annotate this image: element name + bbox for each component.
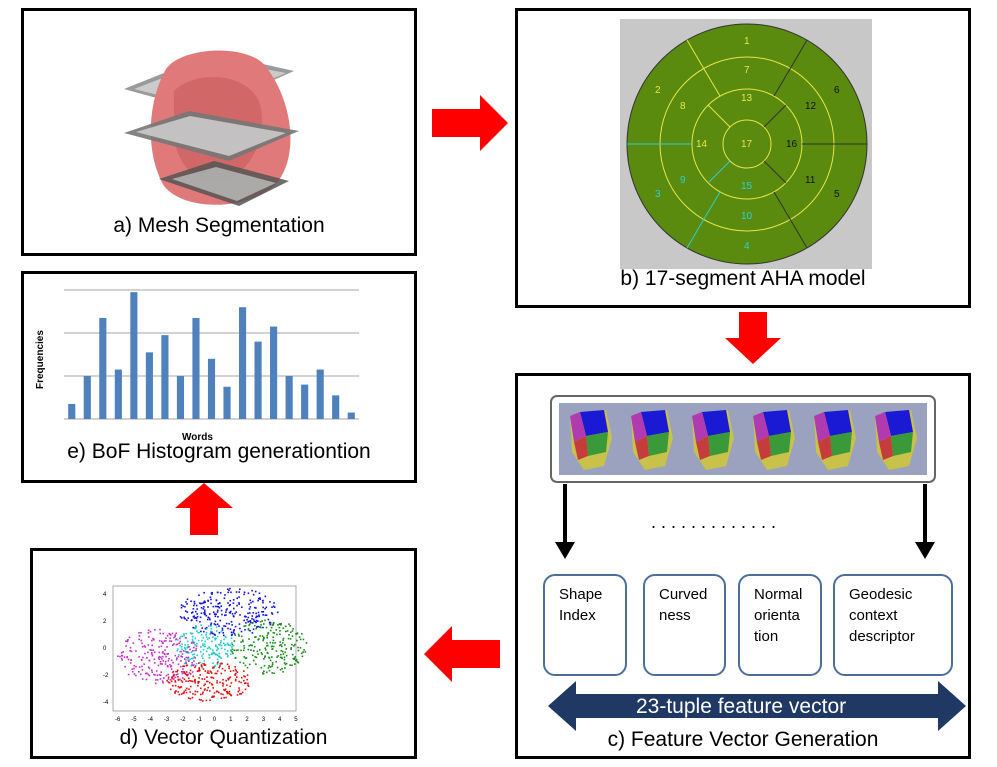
histogram-bar [99,317,107,419]
histogram-bar [161,335,169,419]
histogram-bar [130,292,138,419]
histogram-bar [347,412,355,419]
histogram-bar [285,376,293,419]
y-tick: -4 [103,700,109,706]
segment-14: 14 [696,139,708,150]
histogram-bar [332,395,340,419]
feature-vector-arrow [548,681,966,731]
x-axis-label: Words [182,432,213,443]
histogram-bar [145,352,153,419]
arrow-right-icon [432,95,508,151]
histogram-bar [68,403,76,419]
mesh-thumbnail [570,410,612,470]
x-tick: -6 [115,717,121,723]
x-tick: 1 [229,717,233,723]
histogram-bar [254,341,262,419]
arrow-up-icon [175,483,233,535]
y-tick: 0 [103,646,107,652]
mesh-thumbnail [692,410,734,470]
caption-e: e) BoF Histogram generationtion [67,440,371,463]
panel-vector-quantization: -6 -5 -4 -3 -2 -1 0 1 2 3 4 5 4 2 0 -2 -4 d) Vector Quan… [30,548,417,759]
x-tick: 4 [278,717,282,723]
x-tick: 3 [262,717,266,723]
arrow-down-icon [725,312,781,364]
feature-diagram: . . . . . . . . . . . . . 23-tuple featu… [548,395,966,731]
cluster [117,628,198,685]
histogram-bar [207,358,216,419]
segment-17: 17 [741,139,753,150]
histogram-bar [176,376,185,419]
mesh-illustration [124,50,299,206]
y-tick: 2 [103,619,107,625]
histogram-bar [83,376,91,419]
y-tick: 4 [103,592,107,598]
segment-15: 15 [741,181,753,192]
caption-c: c) Feature Vector Generation [607,728,879,751]
histogram-bar [316,369,324,419]
segment-10: 10 [741,211,753,222]
segment-8: 8 [680,101,686,112]
aha-bullseye: 1 2 3 4 5 6 7 8 9 10 11 12 13 14 15 16 1… [620,19,872,269]
panel-feature-vector: . . . . . . . . . . . . . 23-tuple featu… [515,373,971,759]
x-tick: 2 [245,717,249,723]
down-arrow-right-head [915,542,935,559]
ellipsis-dots: . . . . . . . . . . . . . [651,512,776,532]
down-arrow-left-head [555,542,575,559]
segment-7: 7 [744,65,750,76]
caption-b: b) 17-segment AHA model [620,267,866,290]
segment-11: 11 [805,175,816,186]
segment-1: 1 [744,36,750,47]
vq-scatter-plot: -6 -5 -4 -3 -2 -1 0 1 2 3 4 5 4 2 0 -2 -4 [103,585,308,723]
mesh-thumbnail [631,410,673,470]
segment-9: 9 [680,175,686,186]
cluster [179,587,279,637]
y-axis-label: Frequencies [35,330,46,389]
histogram-chart: Frequencies Words [35,289,359,443]
x-tick: -1 [197,717,203,723]
cluster [230,619,308,675]
y-tick: -2 [103,673,109,679]
x-tick: 5 [294,717,298,723]
panel-bof-histogram: Frequencies Words e) BoF Histogram gener… [21,271,417,483]
histogram-bar [192,317,200,419]
feature-box-geodesic-context: Geodesic context descriptor [833,574,953,676]
histogram-bar [114,369,122,419]
segment-3: 3 [655,189,661,200]
segment-12: 12 [805,101,817,112]
segment-16: 16 [786,139,798,150]
panel-mesh-segmentation: a) Mesh Segmentation [21,8,417,256]
x-tick: -3 [164,717,170,723]
feature-box-curvedness: Curved ness [643,574,726,676]
segment-4: 4 [744,241,750,252]
feature-box-shape-index: Shape Index [543,574,627,676]
x-tick: -2 [180,717,186,723]
segment-13: 13 [741,93,753,104]
mesh-thumbnail [875,410,917,470]
segment-2: 2 [655,85,661,96]
feature-vector-label: 23-tuple feature vector [636,695,846,718]
panel-aha-model: 1 2 3 4 5 6 7 8 9 10 11 12 13 14 15 16 1… [515,8,971,308]
arrow-left-icon [424,626,500,682]
histogram-bar [238,307,247,419]
x-tick: 0 [213,717,217,723]
x-tick: -5 [131,717,137,723]
mesh-thumbnail [814,410,856,470]
segment-5: 5 [834,189,840,200]
histogram-bar [270,326,278,419]
feature-box-normal-orientation: Normal orienta tion [738,574,822,676]
cluster [166,661,250,702]
caption-a: a) Mesh Segmentation [113,214,325,237]
x-tick: -4 [148,717,154,723]
mesh-thumbnail [753,410,795,470]
histogram-bar [301,384,309,419]
caption-d: d) Vector Quantization [119,726,328,749]
histogram-bar [223,386,231,419]
segment-6: 6 [834,85,840,96]
